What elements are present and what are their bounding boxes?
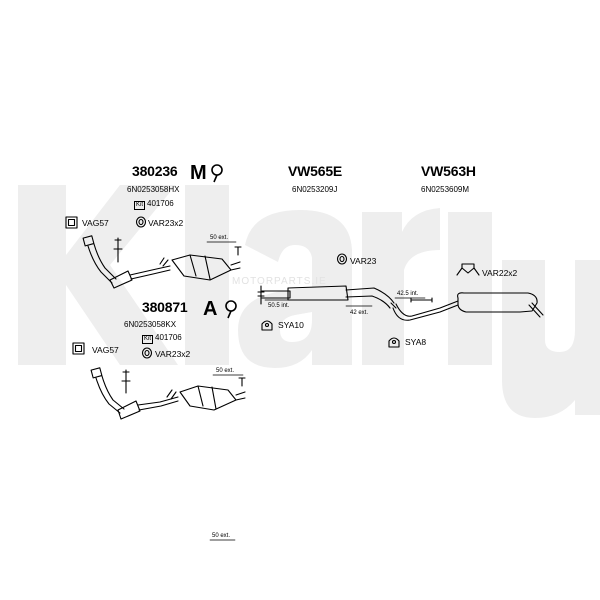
part-label-vag57-b: VAG57 xyxy=(92,345,119,355)
part-label-var23: VAR23 xyxy=(350,256,377,266)
rubber-hanger-icon xyxy=(141,347,153,359)
assembly-code-VW565E: VW565E xyxy=(288,163,343,179)
rubber-hanger-icon xyxy=(135,216,147,228)
dimension-label-6: 50 ext. xyxy=(212,533,231,539)
assembly-code-380871: 380871 xyxy=(142,299,188,315)
assembly-ref-380236: 6N0253058HX xyxy=(127,185,180,194)
assembly-ref-380871: 6N0253058KX xyxy=(124,320,177,329)
kit-number: 401706 xyxy=(147,199,174,208)
assembly-code-VW563H: VW563H xyxy=(421,163,476,179)
assembly-ref-VW563H: 6N0253609M xyxy=(421,185,470,194)
dimension-label-1: 50 ext. xyxy=(210,235,229,241)
part-label-var22x2: VAR22x2 xyxy=(482,268,518,278)
gasket-icon xyxy=(72,342,85,355)
clamp-icon xyxy=(261,320,273,331)
part-label-vag57-a: VAG57 xyxy=(82,218,109,228)
part-label-sya10: SYA10 xyxy=(278,320,304,330)
centre-pipe-with-silencer xyxy=(257,285,397,309)
rear-silencer xyxy=(392,292,544,321)
watermark-site: MOTORPARTS.IE xyxy=(232,276,327,287)
assembly-ref-VW565E: 6N0253209J xyxy=(292,185,338,194)
assembly-code-380236: 380236 xyxy=(132,163,178,179)
kit-badge: Kit xyxy=(134,201,146,210)
svg-text:M: M xyxy=(190,162,207,184)
front-pipe-with-catalyst-bottom xyxy=(90,367,246,420)
kit-badge: Kit xyxy=(142,335,154,344)
A-with-vehicle-icon: A xyxy=(203,298,237,320)
mounting-bracket-icon xyxy=(456,263,480,276)
dimension-leaders xyxy=(206,241,426,541)
M-with-vehicle-icon: M xyxy=(190,162,223,184)
dimension-label-5: 42.5 int. xyxy=(397,291,419,297)
dimension-label-2: 50 ext. xyxy=(216,368,235,374)
svg-text:A: A xyxy=(203,298,217,320)
rubber-hanger-icon xyxy=(336,253,348,265)
clamp-icon xyxy=(388,337,400,348)
gasket-icon xyxy=(65,216,78,229)
part-label-sya8: SYA8 xyxy=(405,337,427,347)
kit-number: 401706 xyxy=(155,333,182,342)
front-pipe-with-catalyst-top xyxy=(82,235,242,289)
dimension-label-4: 42 ext. xyxy=(350,310,369,316)
part-label-var23x2-b: VAR23x2 xyxy=(155,349,191,359)
part-label-var23x2-a: VAR23x2 xyxy=(148,218,184,228)
dimension-label-3: 50.5 int. xyxy=(268,303,290,309)
